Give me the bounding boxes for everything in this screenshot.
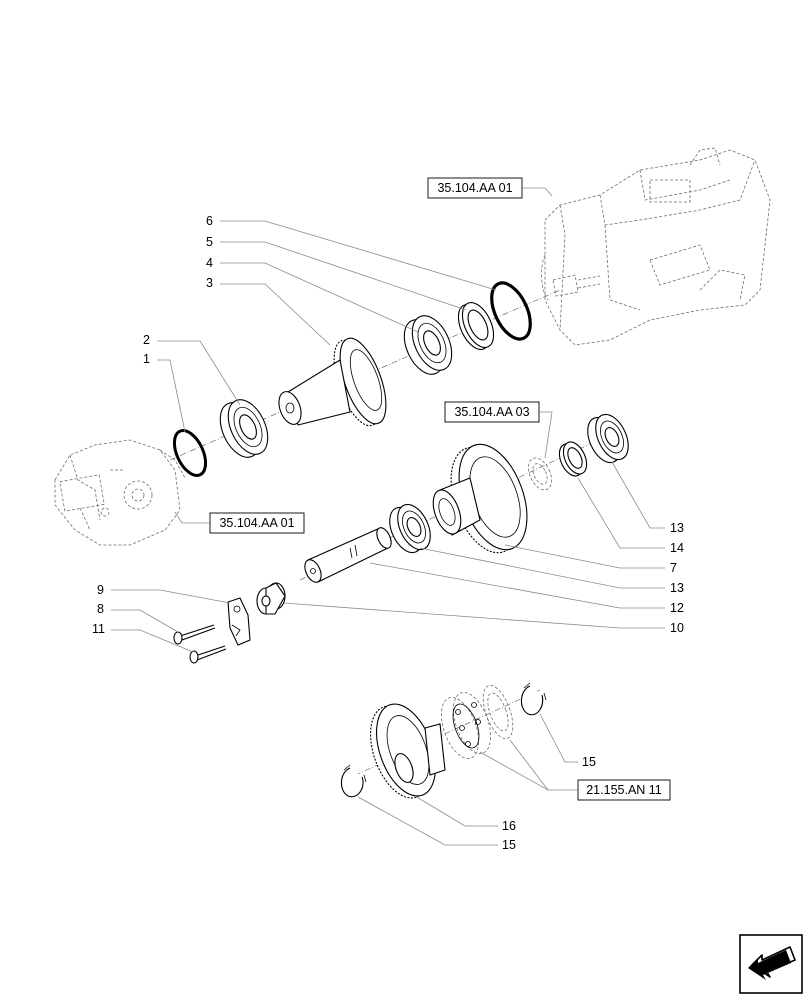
svg-text:6: 6 (206, 214, 213, 228)
svg-text:9: 9 (97, 583, 104, 597)
part-7-idler-gear (432, 443, 528, 554)
svg-text:1: 1 (143, 352, 150, 366)
callout-1[interactable]: 1 (143, 352, 186, 433)
part-1-o-ring (172, 429, 208, 477)
svg-text:10: 10 (670, 621, 684, 635)
svg-text:3: 3 (206, 276, 213, 290)
reference-box-pump-left[interactable]: 35.104.AA 01 (209, 512, 305, 534)
svg-text:13: 13 (670, 521, 684, 535)
callout-10[interactable]: 10 (283, 602, 684, 635)
part-13-ball-bearing-middle (389, 503, 431, 554)
part-9-lock-plate (227, 597, 251, 646)
reference-box-spacer[interactable]: 35.104.AA 03 (444, 401, 540, 423)
svg-text:14: 14 (670, 541, 684, 555)
part-12-shaft (304, 527, 392, 583)
svg-text:16: 16 (502, 819, 516, 833)
part-15-circlip-right (520, 682, 547, 716)
svg-text:7: 7 (670, 561, 677, 575)
reference-label: 35.104.AA 01 (437, 181, 512, 195)
part-8-bolt (173, 624, 216, 645)
pump-assembly-top-ghost (541, 147, 771, 346)
part-3-gear-shaft (278, 337, 387, 427)
svg-text:12: 12 (670, 601, 684, 615)
reference-label: 35.104.AA 01 (219, 516, 294, 530)
part-13-ball-bearing-right (587, 413, 629, 464)
part-10-plug (256, 582, 286, 615)
callout-7[interactable]: 7 (504, 544, 677, 575)
svg-text:2: 2 (143, 333, 150, 347)
reference-box-bearing-kit[interactable]: 21.155.AN 11 (577, 779, 671, 801)
reference-label: 35.104.AA 03 (454, 405, 529, 419)
callout-4[interactable]: 4 (206, 256, 419, 333)
callout-14[interactable]: 14 (577, 477, 684, 555)
svg-text:5: 5 (206, 235, 213, 249)
part-16-gear (370, 703, 446, 799)
part-15-circlip-left (340, 764, 367, 798)
callout-5[interactable]: 5 (206, 235, 467, 311)
svg-text:8: 8 (97, 602, 104, 616)
spacer-ghost (528, 457, 552, 491)
callout-13-top[interactable]: 13 (611, 461, 684, 535)
reference-label: 21.155.AN 11 (586, 783, 662, 797)
callout-16[interactable]: 16 (414, 795, 516, 833)
part-4-ball-bearing (403, 315, 453, 375)
callout-15-left[interactable]: 15 (357, 796, 516, 852)
svg-text:15: 15 (582, 755, 596, 769)
callout-3[interactable]: 3 (206, 276, 331, 346)
callout-15-right[interactable]: 15 (539, 713, 596, 769)
bearing-kit-ghost (482, 684, 514, 740)
callout-2[interactable]: 2 (143, 333, 241, 406)
part-2-ball-bearing (219, 399, 269, 458)
svg-text:15: 15 (502, 838, 516, 852)
part-11-bolt (189, 645, 227, 664)
part-14-spacer (558, 441, 588, 477)
callout-6[interactable]: 6 (206, 214, 497, 291)
callout-11[interactable]: 11 (92, 622, 194, 653)
needle-bearing-cage (441, 692, 491, 759)
callout-8[interactable]: 8 (97, 602, 179, 633)
callout-13-middle[interactable]: 13 (419, 547, 684, 595)
svg-text:13: 13 (670, 581, 684, 595)
callout-9[interactable]: 9 (97, 583, 231, 604)
callout-12[interactable]: 12 (369, 562, 684, 615)
back-arrow-icon[interactable] (739, 934, 803, 994)
svg-text:11: 11 (92, 622, 105, 636)
part-6-o-ring (490, 281, 532, 341)
part-5-spacer-ring (457, 302, 495, 350)
reference-box-pump-top[interactable]: 35.104.AA 01 (427, 177, 523, 199)
svg-text:4: 4 (206, 256, 213, 270)
pump-assembly-left-ghost (54, 439, 186, 546)
